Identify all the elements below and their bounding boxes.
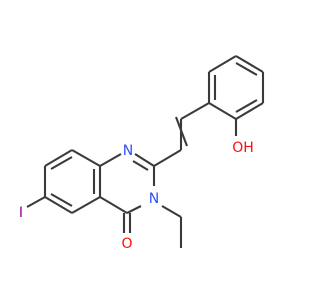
bond-c8a-n1 bbox=[99, 153, 122, 167]
atom-labels: N N O OH I bbox=[19, 140, 254, 252]
bond-n3-c4 bbox=[126, 205, 142, 214]
bond-c8a-c8 bbox=[71, 149, 101, 167]
atom-n3-label: N bbox=[149, 191, 159, 207]
bond-p6-p1 bbox=[208, 102, 237, 120]
bond-c6-i bbox=[26, 196, 46, 208]
bond-p5-p6 bbox=[235, 102, 264, 120]
bond-c2-ca bbox=[153, 149, 182, 167]
bond-p2-p3 bbox=[208, 55, 237, 73]
bond-n3-ch2 bbox=[161, 205, 182, 218]
bond-c6-c5-inner bbox=[50, 193, 73, 207]
bond-c4-c4a bbox=[99, 196, 128, 214]
bond-cb-ar bbox=[180, 102, 210, 120]
bond-p3-p4-inner bbox=[235, 62, 258, 76]
bond-c6-c5 bbox=[44, 196, 73, 214]
bond-n1-c2 bbox=[134, 153, 155, 167]
atom-iodine-label: I bbox=[19, 205, 23, 221]
molecule-structure-diagram: N N O OH I bbox=[19, 55, 265, 252]
bond-c8-c7-inner bbox=[50, 156, 73, 170]
bond-p5-p6-inner bbox=[235, 99, 258, 113]
atom-n1-label: N bbox=[123, 143, 133, 159]
bond-p3-p4 bbox=[235, 55, 264, 73]
bond-group bbox=[26, 55, 265, 248]
bond-n1-c2-inner bbox=[132, 160, 149, 171]
bond-c8-c7 bbox=[44, 149, 73, 167]
bond-ca-cb-inner bbox=[175, 116, 188, 147]
bond-c5-c4a bbox=[71, 196, 101, 214]
atom-oh-label: OH bbox=[232, 140, 254, 156]
atom-o-carbonyl-label: O bbox=[121, 236, 132, 252]
